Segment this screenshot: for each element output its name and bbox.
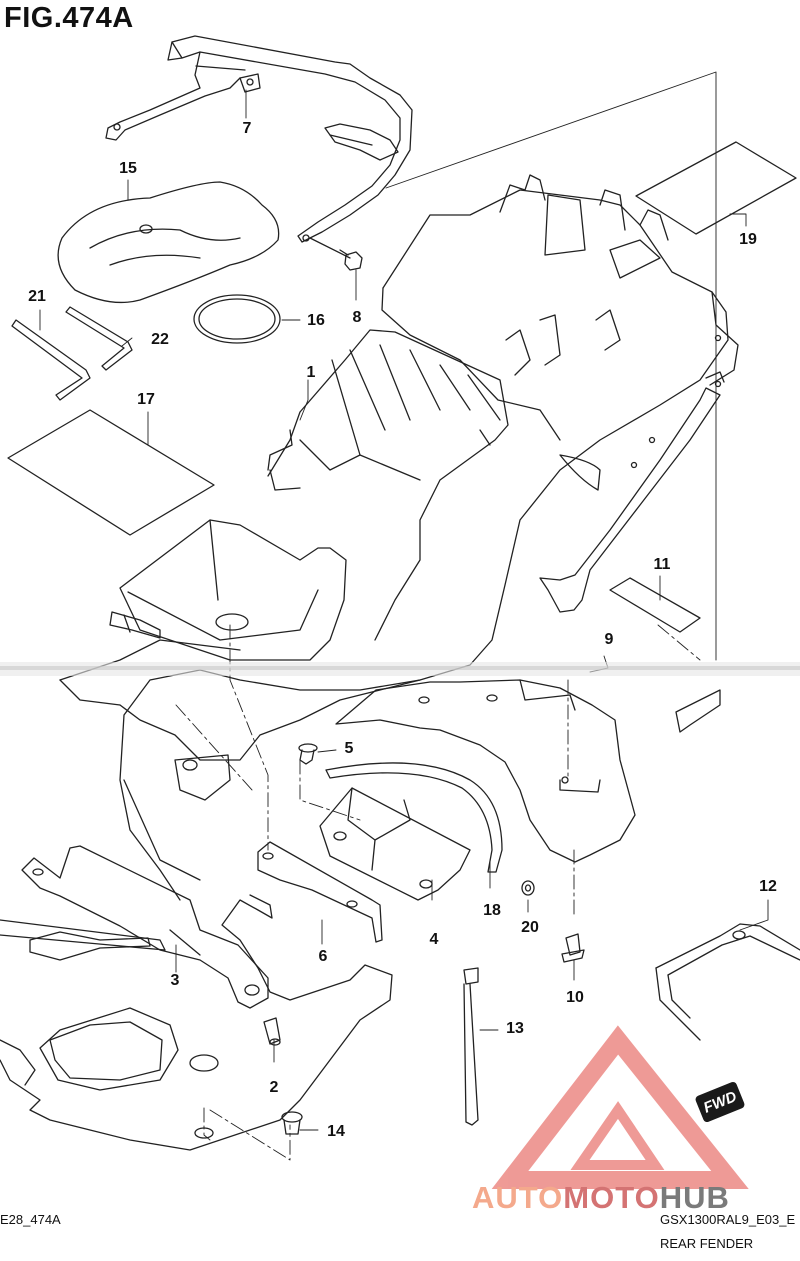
figure-title: FIG.474A: [4, 2, 134, 34]
part-17-pad: [7, 409, 215, 536]
part-9-lower-fender: [335, 679, 636, 863]
part-22-hex-wrench: [65, 306, 133, 371]
part-15-seat-pad: [57, 181, 280, 304]
watermark-text: AUTOMOTOHUB: [472, 1180, 800, 1215]
part-2-screw: [263, 1017, 281, 1046]
model-code: GSX1300RAL9_E03_E: [660, 1212, 796, 1227]
part-10-bolt: [561, 933, 585, 963]
callout-18: 18: [483, 902, 501, 919]
callout-3: 3: [170, 972, 180, 989]
part-20-washer: [521, 880, 535, 896]
diagram-code: E28_474A: [0, 1212, 61, 1227]
watermark-logo: [491, 1025, 749, 1189]
callout-17: 17: [137, 391, 155, 408]
callout-20: 20: [521, 919, 539, 936]
callout-5: 5: [344, 740, 354, 757]
scan-noise-band: [0, 662, 800, 676]
callout-22: 22: [151, 331, 169, 348]
callout-13: 13: [506, 1020, 524, 1037]
callout-15: 15: [119, 160, 137, 177]
callout-21: 21: [28, 288, 46, 305]
part-6-plate: [257, 841, 383, 943]
callout-8: 8: [352, 309, 362, 326]
part-3-bracket: [21, 845, 269, 1009]
watermark-part-3: HUB: [659, 1180, 730, 1215]
callout-4: 4: [429, 931, 439, 948]
callout-6: 6: [318, 948, 328, 965]
part-5-rivet: [298, 743, 318, 765]
part-13-cable-tie: [463, 967, 479, 1126]
callout-1: 1: [306, 364, 316, 381]
part-7-grab-bracket: [105, 35, 413, 243]
callout-14: 14: [327, 1123, 345, 1140]
callout-16: 16: [307, 312, 325, 329]
part-1-rear-fender: [119, 174, 739, 901]
section-name: REAR FENDER: [660, 1236, 754, 1251]
callout-12: 12: [759, 878, 777, 895]
part-frame-tray: [0, 894, 393, 1151]
callout-11: 11: [653, 556, 671, 573]
part-18-strip: [325, 762, 503, 873]
part-1-side-rail: [539, 371, 725, 733]
part-12-cover: [655, 923, 800, 1041]
part-1-under-tray: [59, 519, 421, 881]
callout-7: 7: [242, 120, 252, 137]
callout-9: 9: [604, 631, 614, 648]
part-8-bolt: [309, 237, 363, 271]
callout-10: 10: [566, 989, 584, 1006]
watermark-part-2: MOTO: [563, 1180, 660, 1215]
part-16-o-ring: [193, 294, 281, 344]
part-19-pad: [635, 141, 797, 235]
part-11-reflector: [609, 577, 701, 633]
watermark-part-1: AUTO: [472, 1180, 564, 1215]
part-14-clip: [281, 1111, 303, 1135]
part-4-bracket: [319, 787, 471, 901]
callout-2: 2: [269, 1079, 279, 1096]
part-21-hex-wrench: [11, 319, 91, 401]
callout-19: 19: [739, 231, 757, 248]
